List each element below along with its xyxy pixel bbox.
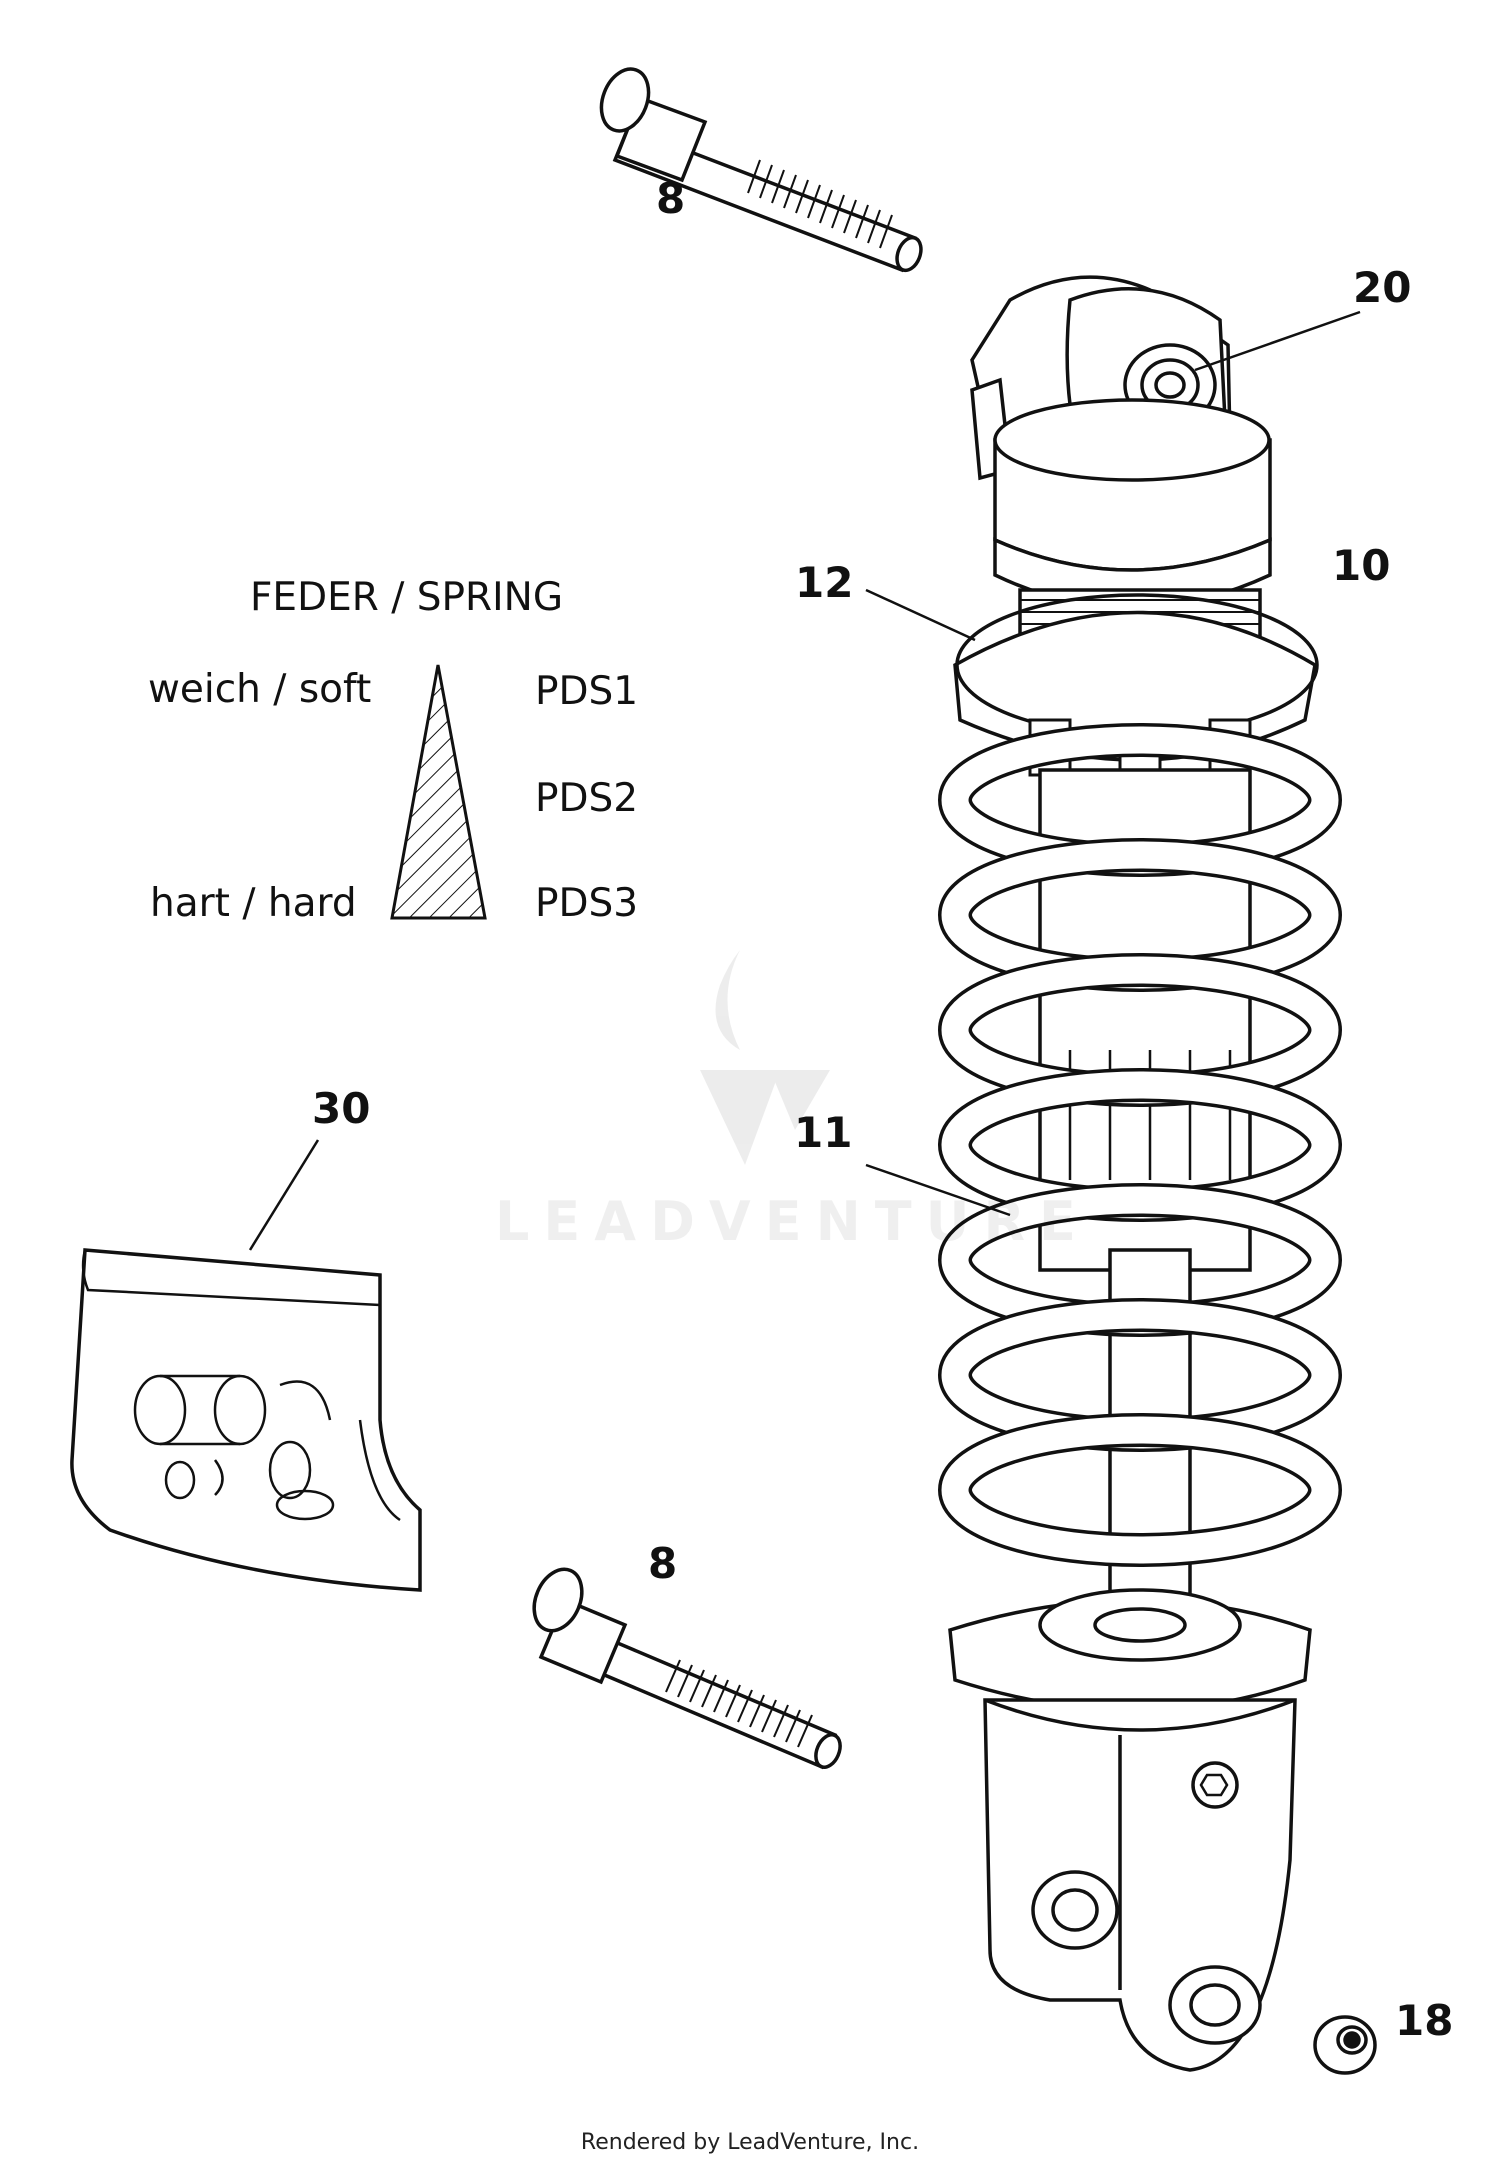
legend-grade-1: PDS1 <box>535 669 639 714</box>
cap-part <box>1313 2015 1377 2075</box>
repair-kit-bag <box>70 1248 422 1592</box>
callout-spring: 11 <box>794 1108 853 1157</box>
spring-grade-wedge <box>390 664 487 920</box>
callout-cap: 18 <box>1395 1996 1454 2045</box>
callout-repair-kit: 30 <box>312 1084 371 1133</box>
footer-credit: Rendered by LeadVenture, Inc. <box>580 2130 920 2155</box>
callout-bolt-top: 8 <box>656 174 686 223</box>
callout-eye-bushing: 20 <box>1353 263 1412 312</box>
callout-adjuster-ring: 12 <box>795 558 854 607</box>
bolt-top <box>599 67 923 273</box>
legend-hard-label: hart / hard <box>150 881 357 926</box>
watermark-logo <box>700 950 830 1165</box>
callout-shock-absorber: 10 <box>1332 541 1391 590</box>
bolt-bottom <box>532 1567 842 1770</box>
shock-absorber <box>938 275 1342 2072</box>
leader-lines <box>248 310 1361 1251</box>
legend-grade-3: PDS3 <box>535 881 639 926</box>
callout-bolt-bottom: 8 <box>648 1539 678 1588</box>
legend-title: FEDER / SPRING <box>250 575 564 620</box>
spring-coils <box>938 723 1342 1567</box>
legend-grade-2: PDS2 <box>535 776 639 821</box>
legend-soft-label: weich / soft <box>148 667 372 712</box>
watermark-text: LEADVENTURE <box>495 1190 1090 1253</box>
